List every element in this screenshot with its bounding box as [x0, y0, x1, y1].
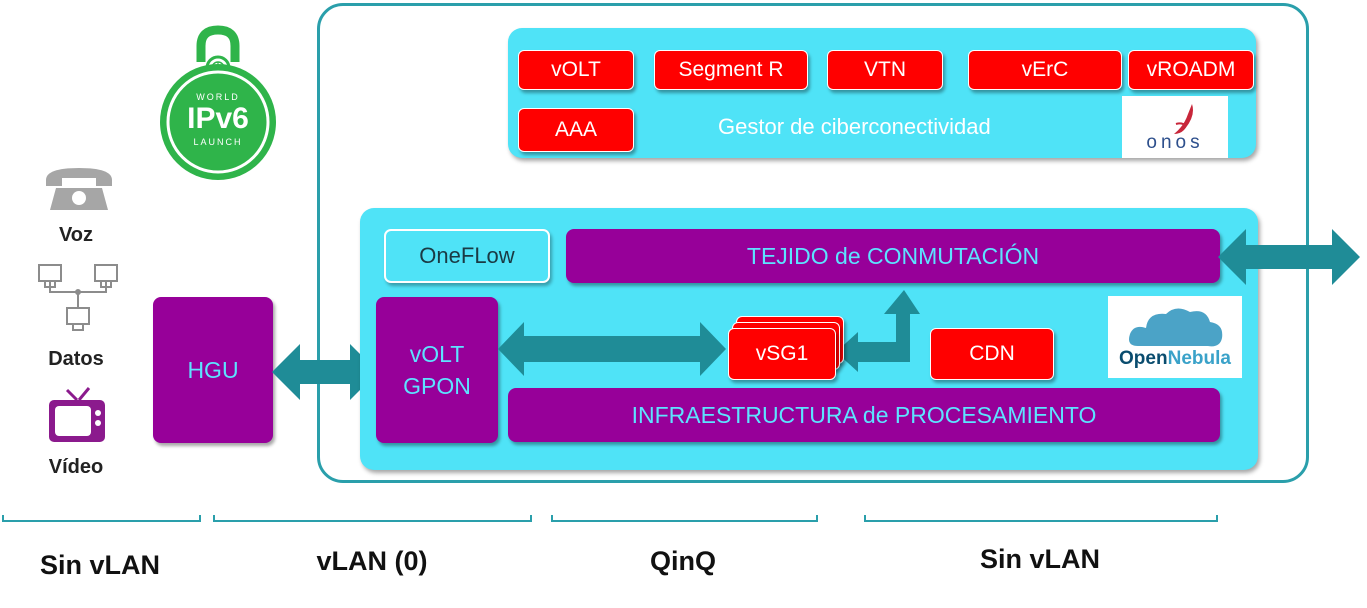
segment-label-vlan-0: vLAN (0): [316, 546, 428, 576]
segment-label-sin-vlan-right: Sin vLAN: [979, 544, 1100, 574]
segment-bracket-4: [864, 515, 1218, 522]
cloud-frame: [317, 3, 1309, 483]
volt-gpon-line2: GPON: [403, 373, 471, 399]
ipv6-main-text: IPv6: [187, 102, 249, 135]
onos-bird-icon: [1174, 104, 1193, 134]
module-volt[interactable]: vOLT: [518, 50, 634, 90]
ipv6-world-text: WORLD: [196, 92, 240, 102]
processing-infrastructure-box[interactable]: INFRAESTRUCTURA de PROCESAMIENTO: [508, 388, 1220, 442]
module-vtn[interactable]: VTN: [827, 50, 943, 90]
hgu-volt-arrow: [272, 344, 378, 400]
volt-vsg-arrow: [498, 322, 726, 376]
oneflow-box[interactable]: OneFLow: [384, 229, 550, 283]
ipv6-launch-logo: WORLD IPv6 LAUNCH: [153, 22, 283, 182]
service-label-video: Vídeo: [48, 456, 104, 478]
service-label-voz: Voz: [58, 224, 94, 246]
cdn-box[interactable]: CDN: [930, 328, 1054, 380]
vsg-switching-arrow: [836, 290, 920, 372]
network-icon: [36, 262, 120, 334]
onos-logo: onos: [1122, 96, 1228, 158]
opennebula-open-text: Open: [1119, 348, 1168, 369]
manager-title: Gestor de ciberconectividad: [718, 114, 991, 139]
opennebula-logo: OpenNebula: [1108, 296, 1242, 378]
volt-gpon-box[interactable]: vOLT GPON: [376, 297, 498, 443]
segment-label-qinq: QinQ: [650, 546, 716, 576]
opennebula-logo-text: OpenNebula: [1108, 348, 1242, 370]
segment-bracket-1: [2, 515, 201, 522]
ipv6-launch-text: LAUNCH: [193, 137, 243, 147]
segment-bracket-2: [213, 515, 532, 522]
module-segment-r[interactable]: Segment R: [654, 50, 808, 90]
segment-label-sin-vlan-left: Sin vLAN: [39, 550, 160, 580]
module-aaa[interactable]: AAA: [518, 108, 634, 152]
tv-icon: [47, 386, 107, 444]
segment-bracket-3: [551, 515, 818, 522]
module-verc[interactable]: vErC: [968, 50, 1122, 90]
cloud-icon: [1129, 308, 1223, 347]
ipv6-badge-icon: [160, 25, 276, 180]
onos-logo-text: onos: [1146, 132, 1204, 153]
telephone-icon: [42, 164, 116, 212]
module-vroadm[interactable]: vROADM: [1128, 50, 1254, 90]
volt-gpon-line1: vOLT: [409, 341, 465, 367]
service-label-datos: Datos: [48, 348, 104, 370]
external-arrow: [1218, 229, 1360, 285]
switching-fabric-box[interactable]: TEJIDO de CONMUTACIÓN: [566, 229, 1220, 283]
hgu-box[interactable]: HGU: [153, 297, 273, 443]
vsg1-box[interactable]: vSG1: [728, 328, 836, 380]
opennebula-nebula-text: Nebula: [1167, 348, 1231, 369]
